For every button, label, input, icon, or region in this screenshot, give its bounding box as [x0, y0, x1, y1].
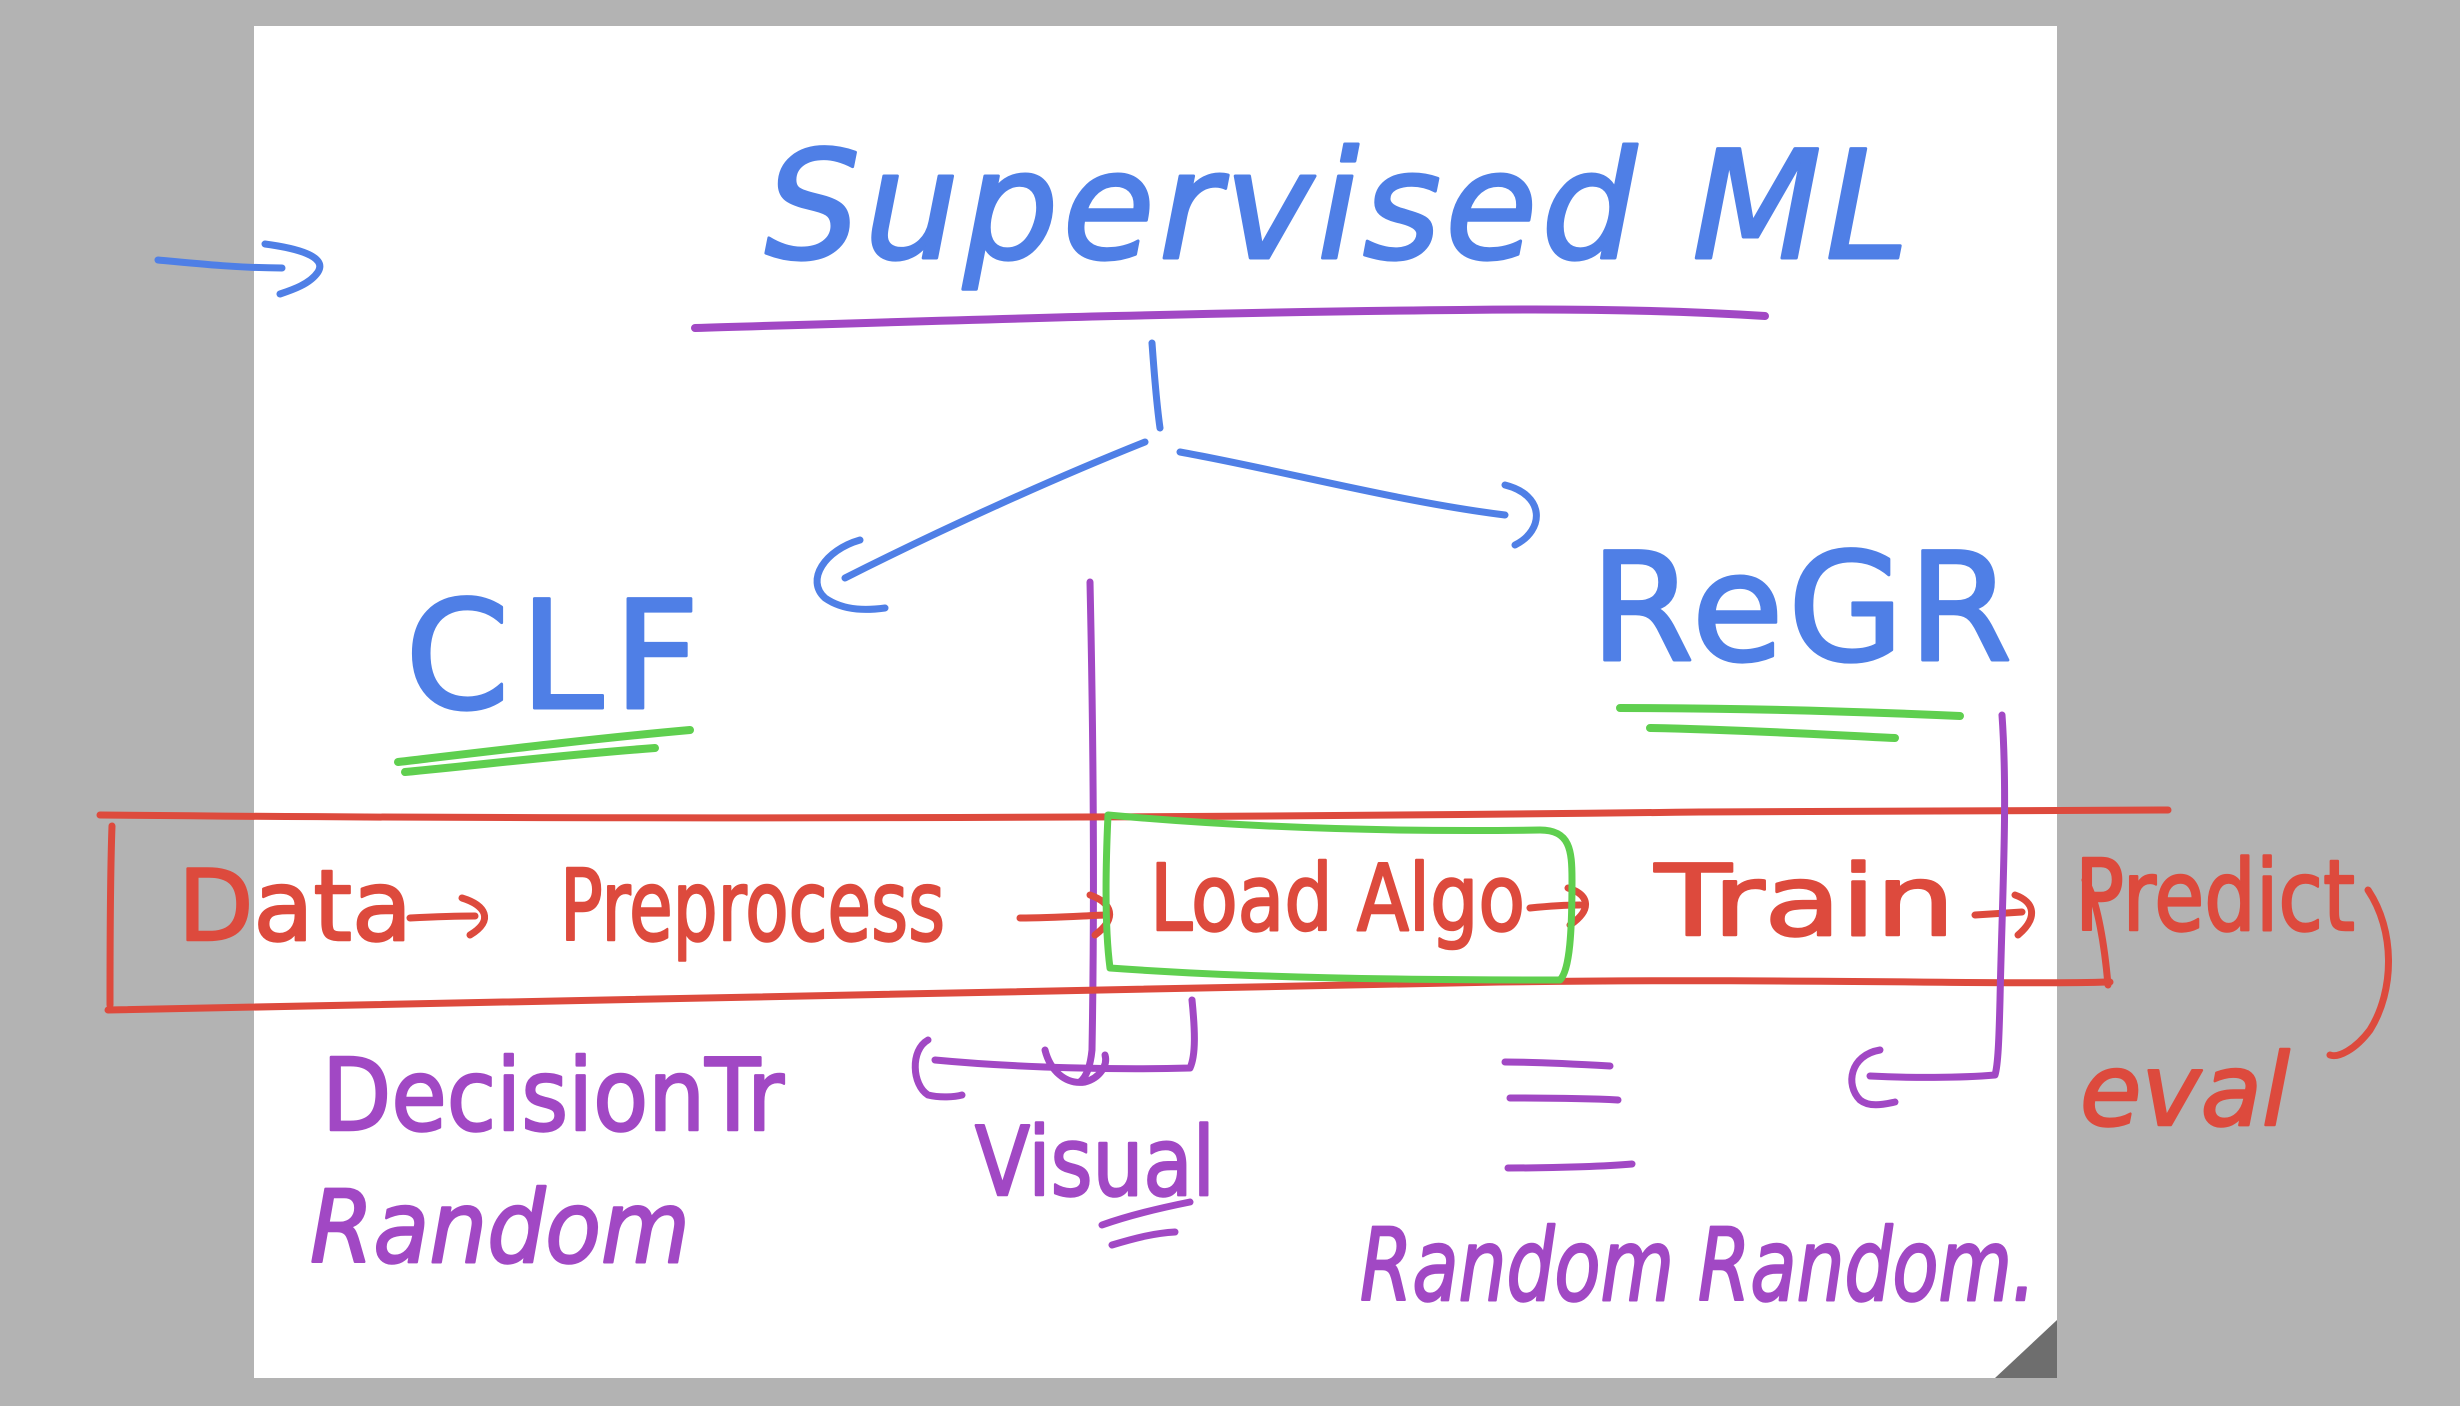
load-algo-highlight	[1102, 811, 1576, 984]
equivalence-mark	[1501, 1058, 1636, 1172]
page-corner-fold	[1995, 1320, 2057, 1378]
pipeline-step-data: Data	[178, 850, 412, 964]
visual-underline	[1098, 1198, 1194, 1249]
note-random-right: Random Random.	[1360, 1207, 2036, 1324]
pipeline-step-preprocess: Preprocess	[560, 850, 945, 964]
train-bracket	[1848, 711, 2009, 1109]
eval-brace	[2326, 886, 2392, 1060]
branch-label-regr: ReGR	[1590, 522, 2016, 696]
margin-arrow	[154, 240, 324, 298]
tree-connectors	[813, 339, 1540, 613]
pipeline-step-load-algo: Load Algo	[1150, 845, 1525, 952]
regr-underline	[1616, 704, 1964, 742]
note-random-left: Random	[310, 1169, 690, 1286]
visual-bracket	[911, 996, 1198, 1101]
title-underline	[691, 305, 1769, 332]
clf-underline	[394, 726, 694, 776]
diagram-title: Supervised ML	[765, 120, 1913, 294]
eval-label: eval	[2080, 1032, 2290, 1149]
pipeline-step-predict: Predict	[2075, 840, 2355, 954]
note-visual: Visual	[975, 1108, 1215, 1218]
branch-label-clf: CLF	[405, 570, 710, 744]
note-decision-tree: DecisionTr	[322, 1037, 785, 1154]
pipeline-box	[96, 806, 2172, 1014]
pipeline-step-train: Train	[1654, 845, 1955, 959]
whiteboard-page	[254, 26, 2057, 1378]
